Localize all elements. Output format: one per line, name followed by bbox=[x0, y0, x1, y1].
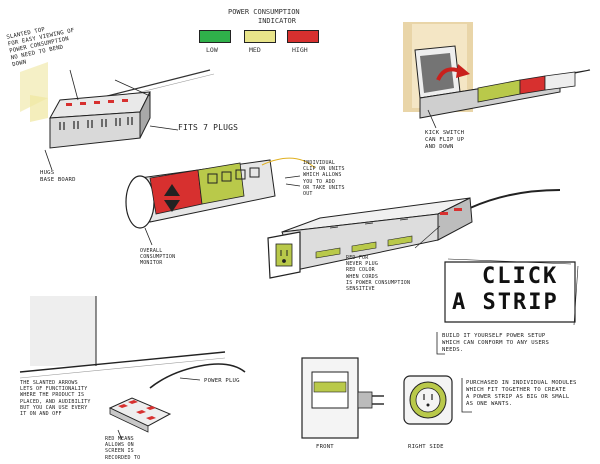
modular-chain-sketch bbox=[267, 189, 561, 279]
legend-label-med: Med bbox=[249, 46, 261, 54]
clip-on-strip-sketch bbox=[125, 157, 316, 246]
legend-swatch-low bbox=[199, 30, 231, 43]
note-build-it-yourself: Build it yourself power setup which can … bbox=[442, 333, 550, 353]
legend-swatch-high bbox=[287, 30, 319, 43]
title-a-strip: A STRIP bbox=[452, 290, 559, 315]
baseboard-strip-sketch bbox=[20, 62, 215, 171]
legend-title-line2: indicator bbox=[258, 17, 296, 25]
module-views-sketch bbox=[301, 357, 453, 439]
note-fits-plugs: Fits 7 plugs bbox=[178, 123, 239, 132]
title-box bbox=[444, 258, 579, 326]
note-purchased-individual: Purchased in individual modules which fi… bbox=[466, 380, 577, 407]
note-individual-clip: Individual clip on units which allows yo… bbox=[303, 160, 345, 198]
note-slanted-arrows: The slanted arrows lets of functionality… bbox=[20, 380, 91, 418]
note-red-means: Red means allows on screen is recorded t… bbox=[105, 436, 141, 461]
legend-swatch-med bbox=[244, 30, 276, 43]
note-red-for-never-plug: Red for never plug Red color when cords … bbox=[346, 255, 411, 293]
wall-corner-sketch bbox=[19, 296, 246, 441]
legend-label-high: High bbox=[292, 46, 308, 54]
title-click: CLICK bbox=[482, 264, 559, 289]
note-power-plug: Power plug bbox=[204, 378, 240, 384]
legend-title-line1: Power consumption bbox=[228, 8, 300, 16]
kick-switch-sketch bbox=[403, 22, 591, 129]
label-front: Front bbox=[316, 444, 334, 450]
note-overall-consumption: Overall consumption monitor bbox=[140, 248, 176, 267]
label-right-side: Right side bbox=[408, 444, 444, 450]
note-hugs-baseboard: Hugs base board bbox=[40, 170, 76, 183]
legend-label-low: Low bbox=[206, 46, 218, 54]
note-kick-switch: Kick switch can flip up and down bbox=[425, 130, 465, 150]
